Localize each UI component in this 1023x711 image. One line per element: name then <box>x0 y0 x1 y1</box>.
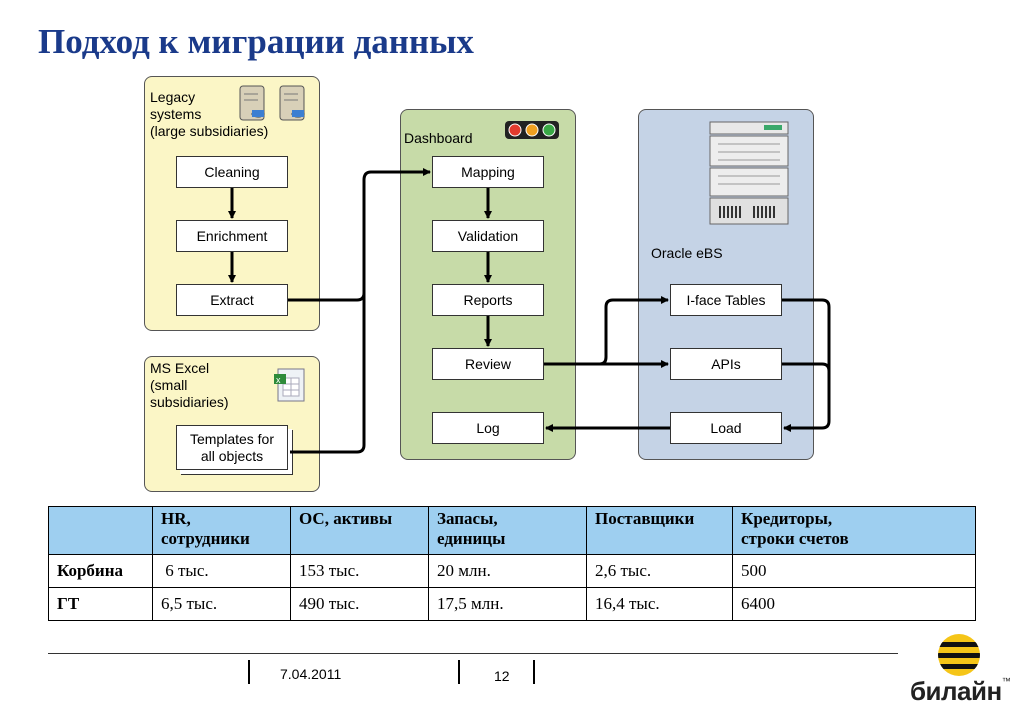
mapping-box: Mapping <box>432 156 544 188</box>
review-box: Review <box>432 348 544 380</box>
table-cell: 16,4 тыс. <box>586 587 733 621</box>
enrichment-box: Enrichment <box>176 220 288 252</box>
volumes-table: HR,сотрудники ОС, активы Запасы,единицы … <box>48 506 976 621</box>
load-box: Load <box>670 412 782 444</box>
templates-box: Templates for all objects <box>176 425 288 470</box>
header-line: строки счетов <box>741 529 849 548</box>
trademark-sign: ™ <box>1001 676 1011 686</box>
table-header: HR,сотрудники <box>152 506 291 555</box>
beeline-logo-icon <box>938 634 980 676</box>
apis-box: APIs <box>670 348 782 380</box>
table-cell: 6,5 тыс. <box>152 587 291 621</box>
header-line: Кредиторы, <box>741 509 833 528</box>
header-line: единицы <box>437 529 506 548</box>
templates-line: all objects <box>200 447 264 464</box>
arrow-extract-mapping <box>288 168 431 302</box>
table-header-row: HR,сотрудники ОС, активы Запасы,единицы … <box>48 506 976 555</box>
table-cell: 153 тыс. <box>290 554 429 588</box>
database-server-icon <box>239 85 305 121</box>
table-cell: 6400 <box>732 587 976 621</box>
server-rack-icon <box>709 121 789 225</box>
footer-page-number: 12 <box>494 668 510 684</box>
header-line: Поставщики <box>595 509 695 528</box>
reports-box: Reports <box>432 284 544 316</box>
header-line: сотрудники <box>161 529 250 548</box>
page-title: Подход к миграции данных <box>38 22 474 61</box>
table-header: Кредиторы,строки счетов <box>732 506 976 555</box>
table-cell: 17,5 млн. <box>428 587 587 621</box>
table-cell: 500 <box>732 554 976 588</box>
table-row: ГТ 6,5 тыс. 490 тыс. 17,5 млн. 16,4 тыс.… <box>48 587 976 621</box>
amber-light <box>525 123 539 137</box>
validation-box: Validation <box>432 220 544 252</box>
brand-name: билайн <box>910 676 1002 706</box>
arrow-iface-load <box>782 298 831 432</box>
header-line: Запасы, <box>437 509 498 528</box>
table-row: Корбина 6 тыс. 153 тыс. 20 млн. 2,6 тыс.… <box>48 554 976 588</box>
table-cell: Корбина <box>48 554 153 588</box>
legacy-label-line: (large subsidiaries) <box>150 123 269 139</box>
excel-label-line: MS Excel <box>150 360 210 376</box>
svg-text:x: x <box>276 375 281 385</box>
red-light <box>508 123 522 137</box>
footer-date: 7.04.2011 <box>280 666 342 682</box>
oracle-label: Oracle eBS <box>651 245 723 261</box>
table-cell: 2,6 тыс. <box>586 554 733 588</box>
table-header <box>48 506 153 555</box>
arrow-review-iface <box>544 296 669 366</box>
traffic-light-icon <box>505 121 559 139</box>
templates-line: Templates for <box>189 430 275 447</box>
footer-separator <box>458 660 460 684</box>
table-header: ОС, активы <box>290 506 429 555</box>
dashboard-label: Dashboard <box>404 130 473 146</box>
extract-box: Extract <box>176 284 288 316</box>
green-light <box>542 123 556 137</box>
beeline-wordmark: билайн™ <box>910 676 1011 707</box>
excel-file-icon: x <box>274 368 305 402</box>
header-line: ОС, активы <box>299 509 393 528</box>
iface-tables-box: I-face Tables <box>670 284 782 316</box>
table-cell: 6 тыс. <box>152 554 291 588</box>
log-box: Log <box>432 412 544 444</box>
table-header: Поставщики <box>586 506 733 555</box>
legacy-label-line: systems <box>150 106 202 122</box>
footer-separator <box>533 660 535 684</box>
table-cell: 20 млн. <box>428 554 587 588</box>
header-line: HR, <box>161 509 191 528</box>
arrow-templates-mapping <box>290 180 366 454</box>
table-header: Запасы,единицы <box>428 506 587 555</box>
excel-label: MS Excel (small subsidiaries) <box>150 360 229 411</box>
legacy-label-line: Legacy <box>150 89 196 105</box>
table-cell: 490 тыс. <box>290 587 429 621</box>
excel-label-line: subsidiaries) <box>150 394 229 410</box>
cleaning-box: Cleaning <box>176 156 288 188</box>
footer-divider <box>48 653 898 654</box>
table-cell: ГТ <box>48 587 153 621</box>
footer-separator <box>248 660 250 684</box>
excel-label-line: (small <box>150 377 188 393</box>
arrow-apis-load <box>782 362 831 421</box>
legacy-label: Legacy systems (large subsidiaries) <box>150 89 268 140</box>
